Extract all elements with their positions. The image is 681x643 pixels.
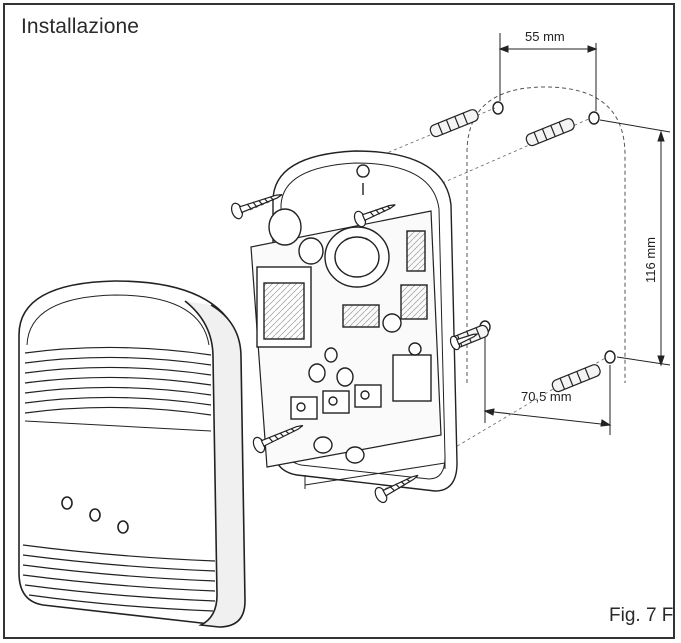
figure-frame: Installazione 55 mm [3,3,675,639]
wall-holes [479,101,616,364]
dimension-top-label: 55 mm [525,29,565,44]
dimension-bottom-label: 70,5 mm [521,389,572,404]
plug-top-right [525,118,575,147]
screw-bottom-center [374,474,419,504]
dimension-top [498,33,598,111]
top-grille [24,346,212,416]
wall-outline [466,86,626,383]
page-title: Installazione [21,15,140,38]
installation-diagram: 55 mm 116 mm 70,5 mm [18,29,671,628]
screws [230,193,480,504]
screw-bottom-left [252,424,304,454]
screw-top-left [230,193,283,220]
screw-right-middle [449,333,480,351]
led-2 [89,508,101,522]
dimension-bottom [483,335,612,435]
bottom-grille [22,544,216,612]
plug-top-left [429,109,479,138]
front-cover [18,280,246,628]
screw-top-center [353,204,396,228]
dimension-height-label: 116 mm [643,237,658,283]
plug-bottom-right [551,364,601,393]
dimension-height [599,119,671,367]
base-plate [250,150,458,492]
led-indicators [61,496,129,534]
figure-label: Fig. 7 F [609,605,674,626]
hole-top-right [588,111,600,125]
hole-bottom-right [604,350,616,364]
led-1 [61,496,73,510]
led-3 [117,520,129,534]
hole-top-left [492,101,504,115]
